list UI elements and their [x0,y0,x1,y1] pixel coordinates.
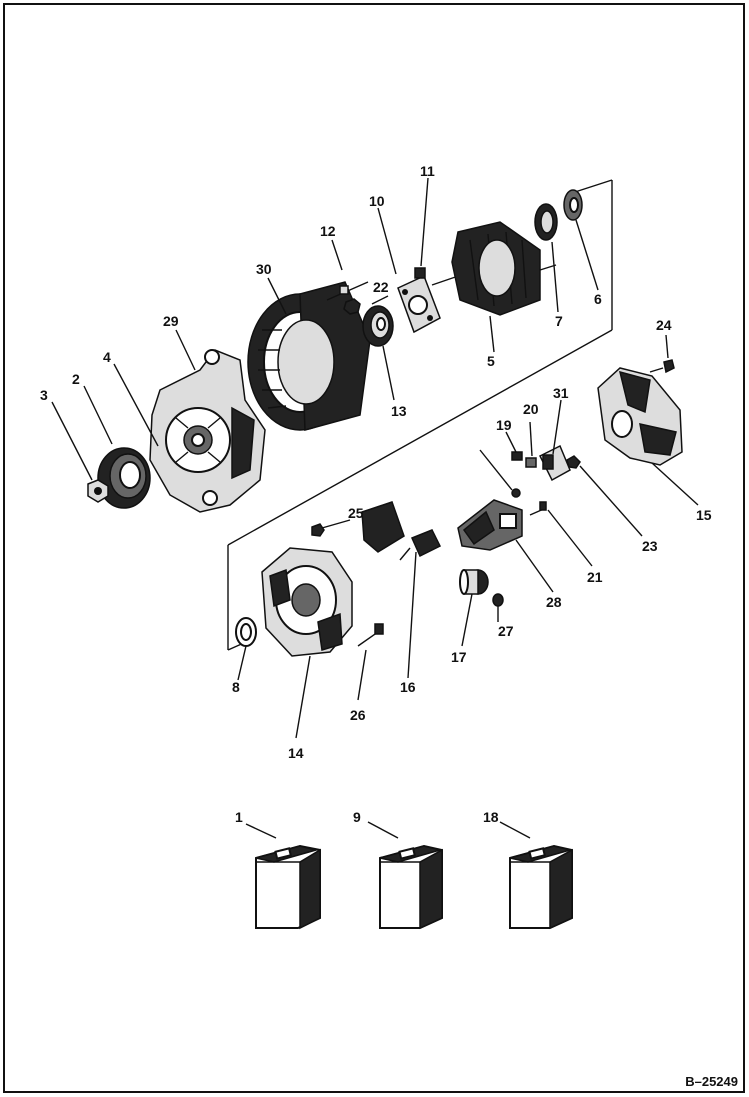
label-14: 14 [288,745,304,761]
label-31: 31 [553,385,569,401]
label-11: 11 [420,163,435,179]
nut-25 [311,523,325,537]
slip-ring-end-frame [261,501,405,657]
o-ring [235,617,257,647]
label-18: 18 [483,809,499,825]
label-17: 17 [451,649,467,665]
bearing-13 [362,305,394,347]
leader-lines [51,177,699,839]
label-22: 22 [373,279,389,295]
label-5: 5 [487,353,495,369]
label-24: 24 [656,317,672,333]
nut-23 [566,455,581,469]
screw-21 [529,501,547,516]
rectifier [457,499,523,551]
label-25: 25 [348,505,364,521]
nut-22 [343,298,361,315]
label-8: 8 [232,679,240,695]
label-21: 21 [587,569,603,585]
washer-27 [492,593,504,607]
label-6: 6 [594,291,602,307]
regulator [399,529,442,561]
label-2: 2 [72,371,80,387]
label-9: 9 [353,809,361,825]
drive-end-frame [149,349,266,513]
label-27: 27 [498,623,514,639]
brush-holder [538,444,571,482]
label-19: 19 [496,417,512,433]
brush-spring [525,457,537,468]
bolt-24 [649,359,675,374]
label-23: 23 [642,538,658,554]
label-10: 10 [369,193,385,209]
rotor [431,221,557,316]
kit-box-9 [379,844,443,930]
label-1: 1 [235,809,243,825]
kit-box-1 [255,844,321,930]
rear-cover [597,367,683,466]
kit-box-18 [509,844,573,930]
pulley [97,447,151,509]
label-7: 7 [555,313,563,329]
pulley-nut [87,479,109,503]
bolt-26 [357,623,384,647]
screw-11 [414,267,426,279]
label-16: 16 [400,679,416,695]
assembly-bracket [227,179,613,651]
label-28: 28 [546,594,562,610]
label-13: 13 [391,403,407,419]
part-number-labels: 1 2 3 4 5 6 7 8 9 10 11 12 13 14 15 16 1… [40,163,712,825]
through-bolt [326,281,369,301]
bearing-cover [563,189,583,221]
figure-frame [3,3,745,1093]
label-4: 4 [103,349,111,365]
label-30: 30 [256,261,272,277]
label-29: 29 [163,313,179,329]
label-3: 3 [40,387,48,403]
retainer-plate [397,274,441,334]
label-15: 15 [696,507,712,523]
label-20: 20 [523,401,539,417]
terminal-bushing [459,569,489,595]
figure-reference-code: B–25249 [685,1074,738,1089]
brush-19 [511,451,523,461]
stator [247,281,371,431]
nut-small [511,488,521,498]
rear-bearing [534,203,558,241]
label-26: 26 [350,707,366,723]
label-12: 12 [320,223,336,239]
